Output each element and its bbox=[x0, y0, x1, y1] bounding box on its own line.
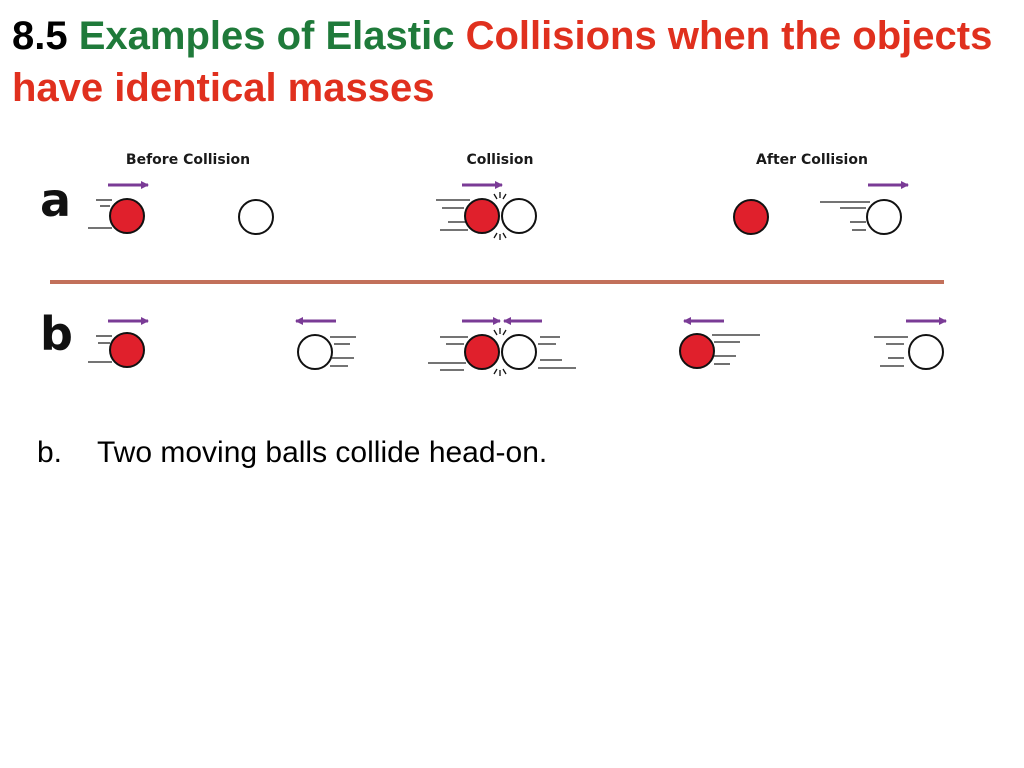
title-green-part: Examples of Elastic bbox=[78, 14, 455, 58]
white-ball bbox=[501, 198, 537, 234]
row-b-after-red-ball-group bbox=[679, 317, 760, 369]
bullet-text: Two moving balls collide head-on. bbox=[97, 436, 548, 469]
row-b-before-white-ball-group bbox=[295, 317, 356, 370]
red-ball bbox=[109, 332, 145, 368]
white-ball bbox=[501, 334, 537, 370]
row-b-after-white-ball-group bbox=[874, 317, 947, 370]
white-ball bbox=[866, 199, 902, 235]
red-ball bbox=[109, 198, 145, 234]
bullet-point: b. Two moving balls collide head-on. bbox=[37, 433, 547, 473]
collision-figure: Before Collision Collision After Collisi… bbox=[40, 152, 947, 376]
red-ball bbox=[733, 199, 769, 235]
stage-label-after: After Collision bbox=[756, 152, 868, 168]
red-ball bbox=[464, 334, 500, 370]
red-ball bbox=[679, 333, 715, 369]
impact-burst-icon bbox=[493, 192, 507, 240]
slide-number: 8.5 bbox=[12, 14, 68, 58]
row-a-before-red-ball-group bbox=[88, 181, 149, 234]
title-red-part: Collisions when the objects have identic… bbox=[12, 14, 993, 110]
bullet-marker: b. bbox=[37, 436, 63, 469]
row-b-before-red-ball-group bbox=[88, 317, 149, 368]
stage-label-before: Before Collision bbox=[126, 152, 250, 168]
row-a-collision-group bbox=[436, 181, 537, 240]
row-a-after-white-ball-group bbox=[820, 181, 909, 235]
white-ball bbox=[238, 199, 274, 235]
red-ball bbox=[464, 198, 500, 234]
impact-burst-icon bbox=[493, 328, 507, 376]
row-label-b: b bbox=[40, 307, 73, 361]
row-b-collision-group bbox=[428, 317, 576, 376]
white-ball bbox=[297, 334, 333, 370]
row-label-a: a bbox=[40, 173, 71, 227]
slide-title: 8.5 Examples of Elastic Collisions when … bbox=[12, 10, 1012, 114]
white-ball bbox=[908, 334, 944, 370]
stage-label-collision: Collision bbox=[466, 152, 533, 168]
